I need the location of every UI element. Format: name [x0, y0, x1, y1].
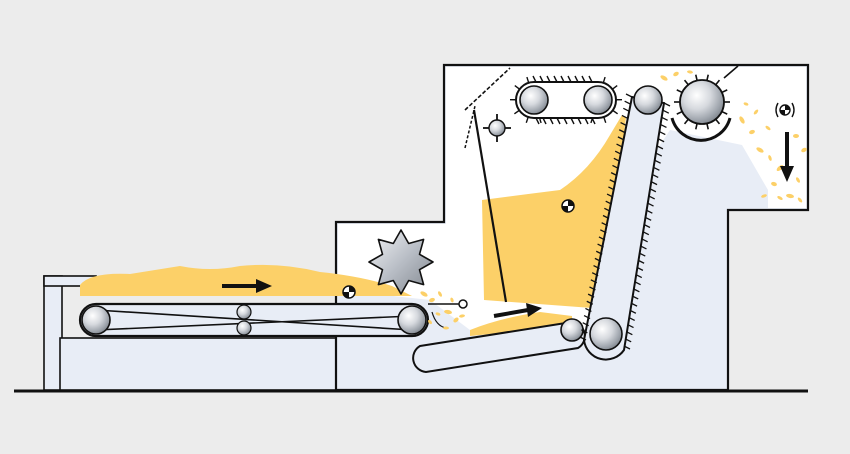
hopper-side-screen	[464, 105, 476, 149]
arrow-right-icon	[222, 279, 272, 293]
roller-icon	[560, 318, 584, 342]
arrow-down-icon	[780, 132, 794, 182]
hopper-wall	[472, 109, 508, 303]
stripper-roller	[670, 65, 739, 142]
roller-icon	[633, 85, 663, 115]
sensor-icon	[561, 199, 575, 213]
small-spiked-roller-icon	[483, 114, 511, 142]
hopper-top-rail	[464, 67, 511, 111]
tension-roller-icon	[236, 304, 252, 320]
tension-roller-icon	[236, 320, 252, 336]
roller-icon	[397, 305, 427, 335]
spiked-lattice	[579, 93, 671, 361]
sensor-icon	[775, 102, 795, 118]
fiber-on-feed-belt	[80, 264, 412, 296]
arrow-right-icon	[493, 303, 542, 318]
gear-icon	[368, 229, 434, 295]
roller-icon	[81, 305, 111, 335]
left-base-block	[59, 337, 337, 391]
roller-icon	[589, 317, 623, 351]
fiber-on-incline-belt	[470, 312, 572, 336]
fiber-in-hopper	[482, 115, 626, 308]
roller-icon	[583, 85, 613, 115]
fiber-flakes	[420, 291, 465, 330]
roller-icon	[519, 85, 549, 115]
sensor-icon	[342, 285, 356, 299]
feed-conveyor	[78, 302, 430, 338]
transfer-flap	[428, 299, 468, 329]
